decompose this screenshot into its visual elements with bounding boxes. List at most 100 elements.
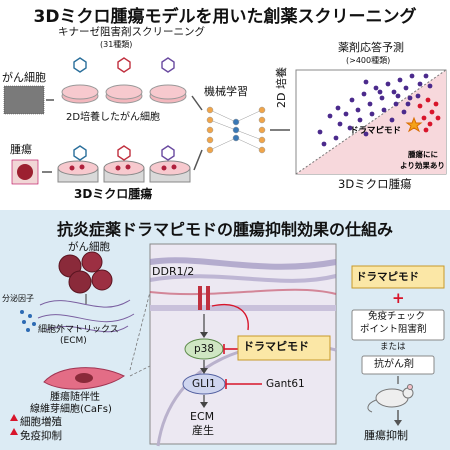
plot-dot: [391, 89, 397, 95]
cafs-label-1: 腫瘍随伴性: [50, 392, 100, 403]
plot-dot: [327, 113, 333, 119]
gli1-node: [182, 373, 226, 395]
secreted-factor-dots: [20, 310, 36, 332]
plot-dot: [401, 109, 407, 115]
plot-dot: [373, 85, 379, 91]
plot-dot: [337, 121, 343, 127]
ddr-label: DDR1/2: [152, 265, 195, 278]
neural-network-icon: [206, 106, 266, 154]
plot-dot: [423, 73, 429, 79]
axis-x-label: 3Dミクロ腫瘍: [338, 177, 412, 191]
ecm-label-1: 細胞外マトリックス: [38, 325, 119, 335]
screening-count: (31種類): [100, 40, 133, 49]
gli1-label: GLI1: [192, 378, 216, 390]
tumor-mass: [17, 164, 33, 180]
plus-sign: +: [392, 289, 405, 307]
ddr-receptor: [198, 286, 202, 310]
suppression-label: 腫瘍抑制: [364, 429, 408, 442]
plot-dot: [317, 129, 323, 135]
plot-dot: [369, 111, 375, 117]
plot-dot: [321, 141, 327, 147]
plot-dot: [389, 117, 395, 123]
anticancer-label: 抗がん剤: [374, 359, 414, 370]
plot-dot-highlight: [417, 103, 423, 109]
effect-label-1: 細胞増殖: [20, 416, 62, 428]
cafs-label-2: 線維芽細胞(CaFs): [30, 404, 112, 415]
prediction-plot: [295, 69, 447, 175]
plot-dot: [363, 131, 369, 137]
plot-dot: [415, 93, 421, 99]
plot-dot: [349, 97, 355, 103]
bottom-title: 抗炎症薬ドラマピモドの腫瘍抑制効果の仕組み: [56, 220, 393, 239]
p38-node: [184, 338, 224, 360]
plot-dot: [395, 93, 401, 99]
main-title: 3Dミクロ腫瘍モデルを用いた創薬スクリーニング: [33, 7, 417, 27]
mouse-icon: [367, 384, 414, 413]
plot-dot: [385, 81, 391, 87]
dishes-3d: [57, 160, 191, 183]
plot-dot: [393, 101, 399, 107]
plot-effect-line1: 腫瘍にに: [408, 149, 438, 159]
anticancer-box: [361, 355, 435, 375]
ecm-label-2: (ECM): [60, 336, 87, 346]
ecm-fibers: [37, 299, 135, 333]
plot-dot: [377, 89, 383, 95]
combo-drug-box: [351, 265, 445, 289]
screening-title: キナーゼ阻害剤スクリーニング: [58, 26, 205, 38]
checkpoint-box: [351, 309, 445, 341]
secreted-factors-label: 分泌因子: [2, 294, 34, 303]
increase-icon-2: [10, 428, 18, 435]
plot-dot: [335, 105, 341, 111]
plot-dot: [333, 135, 339, 141]
plot-effect-line2: より効果あり: [400, 160, 445, 170]
plot-dot: [397, 77, 403, 83]
plot-dot: [347, 125, 353, 131]
plot-dot: [355, 107, 361, 113]
checkpoint-label-1: 免疫チェック: [368, 311, 426, 322]
plot-dot: [407, 95, 413, 101]
plot-dot-highlight: [429, 109, 435, 115]
checkpoint-label-2: ポイント阻害剤: [360, 324, 427, 335]
plot-dot: [417, 81, 423, 87]
micro-3d-label: 3Dミクロ腫瘍: [74, 187, 153, 201]
plot-dot: [405, 101, 411, 107]
plot-dot: [343, 111, 349, 117]
plot-drug-label: ドラマピモド: [350, 125, 401, 136]
prediction-title: 薬剤応答予測: [338, 41, 404, 54]
ml-label: 機械学習: [204, 85, 248, 98]
plot-dot: [409, 73, 415, 79]
plot-dot: [357, 117, 363, 123]
plot-dot-highlight: [421, 115, 427, 121]
dishes-2d: [61, 84, 187, 104]
molecule-icons: [73, 57, 175, 161]
plot-dot: [367, 101, 373, 107]
plot-dot: [381, 107, 387, 113]
plot-dot: [363, 79, 369, 85]
plot-dot: [379, 95, 385, 101]
plot-dot-highlight: [425, 97, 431, 103]
ecm-product-line2: 産生: [192, 424, 214, 437]
plot-dot-highlight: [433, 101, 439, 107]
caf-cell: [43, 367, 125, 390]
p38-label: p38: [194, 343, 215, 355]
plot-dot: [403, 85, 409, 91]
or-label: または: [380, 342, 406, 352]
plot-dot-highlight: [435, 115, 441, 121]
increase-icon-1: [10, 414, 18, 421]
gant61-label: Gant61: [266, 378, 305, 390]
plot-dot-highlight: [427, 121, 433, 127]
effect-label-2: 免疫抑制: [20, 430, 62, 442]
top-graphics: ドラマピモド 腫瘍にに より効果あり: [3, 57, 447, 185]
ecm-product-line1: ECM: [190, 410, 215, 423]
plot-dot-highlight: [423, 127, 429, 133]
drug-label: ドラマピモド: [243, 340, 309, 353]
plot-dot: [427, 83, 433, 89]
cancer-cells-label: がん細胞: [2, 71, 46, 84]
combo-drug-label: ドラマピモド: [356, 271, 419, 283]
prediction-count: (>400種類): [346, 56, 391, 65]
plot-dot: [361, 91, 367, 97]
drug-box: [237, 335, 331, 361]
cancer-cell-cluster: [58, 251, 113, 294]
